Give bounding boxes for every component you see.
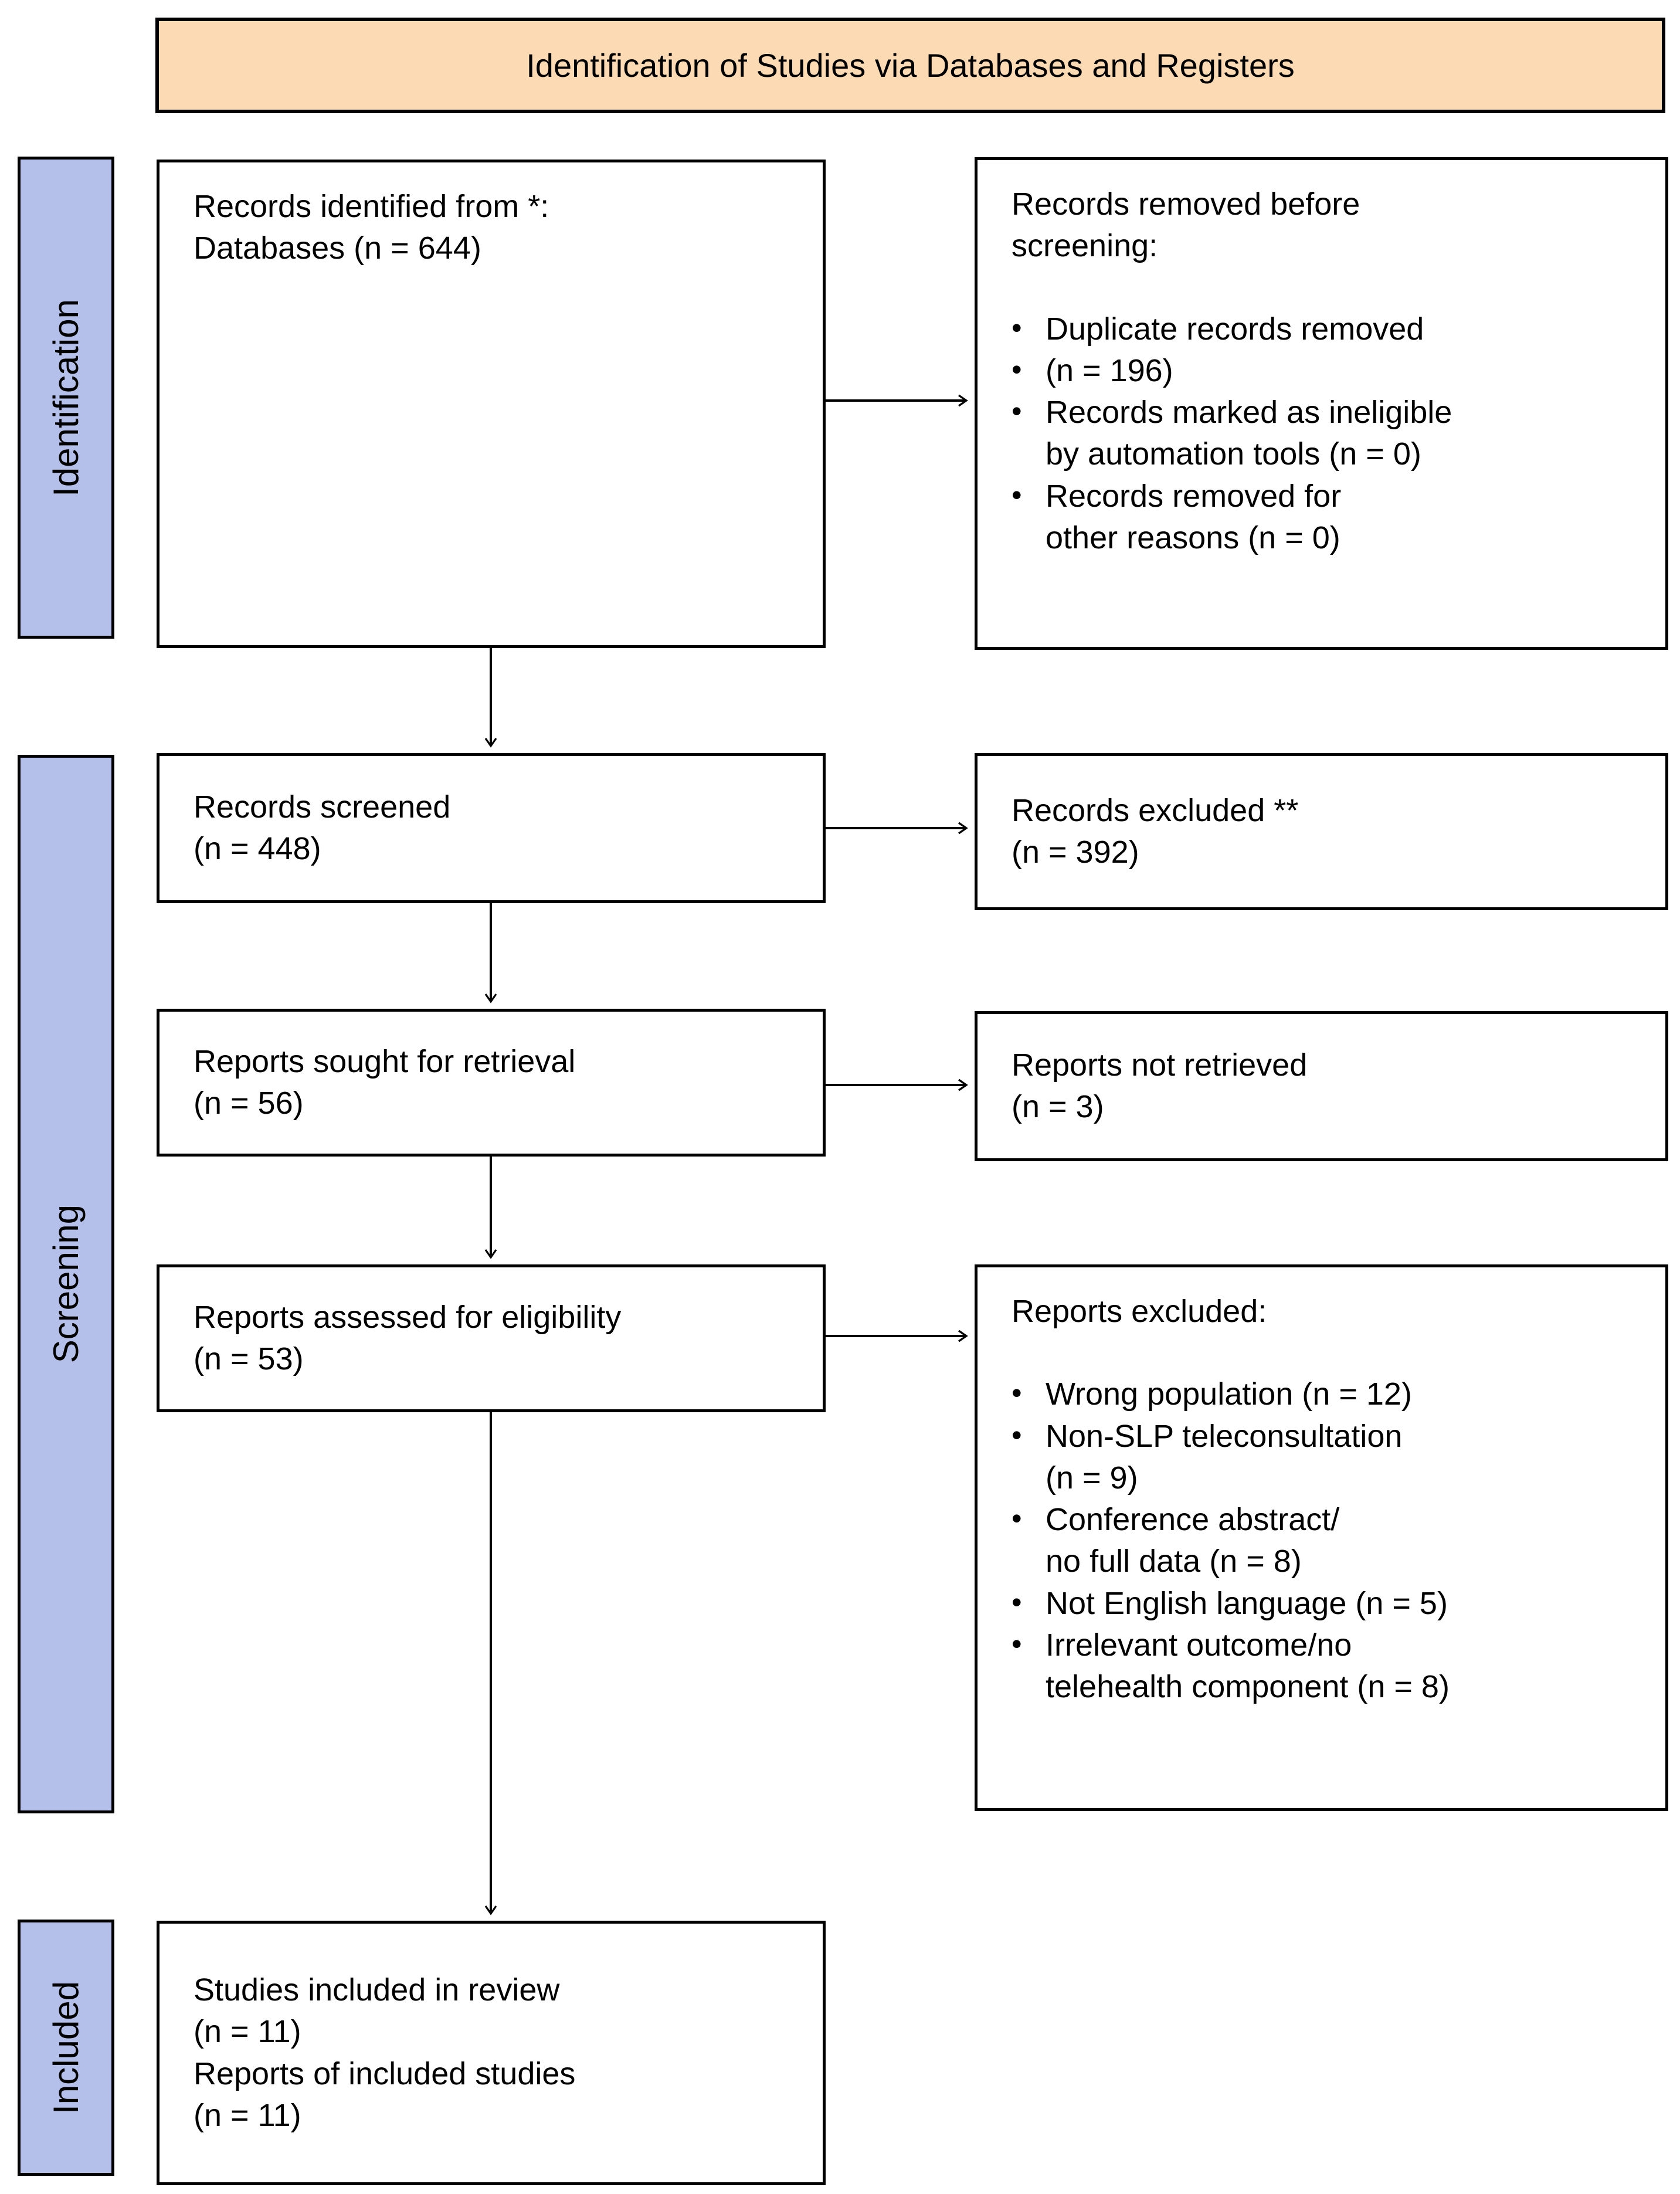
- box-records-removed: Records removed before screening: • Dupl…: [975, 157, 1668, 650]
- stage-label-identification-text: Identification: [46, 299, 86, 497]
- stage-label-screening: Screening: [18, 755, 114, 1813]
- list-item: • Duplicate records removed: [1012, 308, 1651, 350]
- box-records-removed-heading: screening:: [1012, 228, 1158, 264]
- list-item-text: (n = 196): [1046, 352, 1173, 388]
- list-item-continuation: by automation tools (n = 0): [1012, 433, 1651, 475]
- stage-label-screening-text: Screening: [46, 1205, 86, 1364]
- box-records-removed-heading: Records removed before: [1012, 186, 1360, 222]
- box-reports-assessed-line: Reports assessed for eligibility: [194, 1299, 622, 1335]
- bullet-icon: •: [1012, 1418, 1022, 1452]
- box-studies-included-line: (n = 11): [194, 2014, 301, 2050]
- list-item-text: Wrong population (n = 12): [1046, 1376, 1412, 1412]
- list-item: • Wrong population (n = 12): [1012, 1374, 1651, 1415]
- box-reports-assessed: Reports assessed for eligibility (n = 53…: [157, 1264, 826, 1412]
- box-reports-assessed-line: (n = 53): [194, 1341, 304, 1376]
- stage-label-identification: Identification: [18, 157, 114, 639]
- box-studies-included-line: (n = 11): [194, 2097, 301, 2133]
- box-records-excluded-line: (n = 392): [1012, 835, 1139, 870]
- box-reports-sought-line: (n = 56): [194, 1086, 304, 1121]
- box-reports-not-retrieved: Reports not retrieved (n = 3): [975, 1011, 1668, 1161]
- reports-excluded-list: • Wrong population (n = 12) • Non-SLP te…: [1012, 1374, 1651, 1708]
- list-item: • Not English language (n = 5): [1012, 1583, 1651, 1625]
- diagram-title-banner: Identification of Studies via Databases …: [155, 18, 1665, 113]
- list-item-text: telehealth component (n = 8): [1046, 1669, 1450, 1705]
- box-records-screened-line: Records screened: [194, 789, 451, 825]
- list-item-text: Duplicate records removed: [1046, 311, 1424, 347]
- bullet-icon: •: [1012, 352, 1022, 386]
- records-removed-list: • Duplicate records removed • (n = 196) …: [1012, 308, 1651, 559]
- diagram-title: Identification of Studies via Databases …: [526, 47, 1295, 84]
- bullet-icon: •: [1012, 1502, 1022, 1535]
- list-item-text: Non-SLP teleconsultation: [1046, 1418, 1403, 1454]
- box-records-excluded: Records excluded ** (n = 392): [975, 753, 1668, 910]
- bullet-icon: •: [1012, 395, 1022, 428]
- bullet-icon: •: [1012, 1585, 1022, 1619]
- bullet-icon: •: [1012, 1627, 1022, 1660]
- list-item-continuation: no full data (n = 8): [1012, 1541, 1651, 1582]
- box-studies-included: Studies included in review (n = 11) Repo…: [157, 1921, 826, 2185]
- bullet-icon: •: [1012, 478, 1022, 511]
- list-item: • Irrelevant outcome/no: [1012, 1625, 1651, 1666]
- box-records-screened-line: (n = 448): [194, 831, 321, 866]
- list-item: • Records marked as ineligible: [1012, 392, 1651, 433]
- bullet-icon: •: [1012, 1376, 1022, 1410]
- list-item-text: Conference abstract/: [1046, 1502, 1340, 1538]
- list-item: • Conference abstract/: [1012, 1499, 1651, 1541]
- list-item-continuation: telehealth component (n = 8): [1012, 1666, 1651, 1708]
- list-item-text: Not English language (n = 5): [1046, 1585, 1448, 1621]
- list-item-text: other reasons (n = 0): [1046, 520, 1340, 555]
- box-reports-sought: Reports sought for retrieval (n = 56): [157, 1009, 826, 1157]
- stage-label-included-text: Included: [46, 1981, 86, 2114]
- list-item-continuation: (n = 9): [1012, 1457, 1651, 1499]
- list-item: • Records removed for: [1012, 476, 1651, 517]
- list-item: • Non-SLP teleconsultation: [1012, 1416, 1651, 1457]
- list-item-text: by automation tools (n = 0): [1046, 436, 1421, 472]
- stage-label-included: Included: [18, 1920, 114, 2176]
- list-item-text: no full data (n = 8): [1046, 1544, 1302, 1579]
- list-item: • (n = 196): [1012, 350, 1651, 392]
- box-records-excluded-line: Records excluded **: [1012, 792, 1299, 828]
- box-reports-not-retrieved-line: Reports not retrieved: [1012, 1047, 1308, 1083]
- list-item-text: Records marked as ineligible: [1046, 395, 1452, 430]
- box-reports-excluded-heading: Reports excluded:: [1012, 1294, 1267, 1329]
- box-reports-excluded: Reports excluded: • Wrong population (n …: [975, 1264, 1668, 1811]
- box-reports-not-retrieved-line: (n = 3): [1012, 1089, 1104, 1124]
- box-records-identified: Records identified from *: Databases (n …: [157, 160, 826, 648]
- box-records-screened: Records screened (n = 448): [157, 753, 826, 903]
- box-studies-included-line: Reports of included studies: [194, 2056, 576, 2091]
- box-studies-included-line: Studies included in review: [194, 1972, 560, 2008]
- list-item-text: (n = 9): [1046, 1460, 1138, 1496]
- bullet-icon: •: [1012, 311, 1022, 344]
- box-records-identified-line: Databases (n = 644): [194, 230, 481, 266]
- list-item-continuation: other reasons (n = 0): [1012, 517, 1651, 559]
- list-item-text: Irrelevant outcome/no: [1046, 1627, 1352, 1663]
- box-reports-sought-line: Reports sought for retrieval: [194, 1043, 576, 1079]
- box-records-identified-line: Records identified from *:: [194, 189, 549, 224]
- list-item-text: Records removed for: [1046, 478, 1342, 514]
